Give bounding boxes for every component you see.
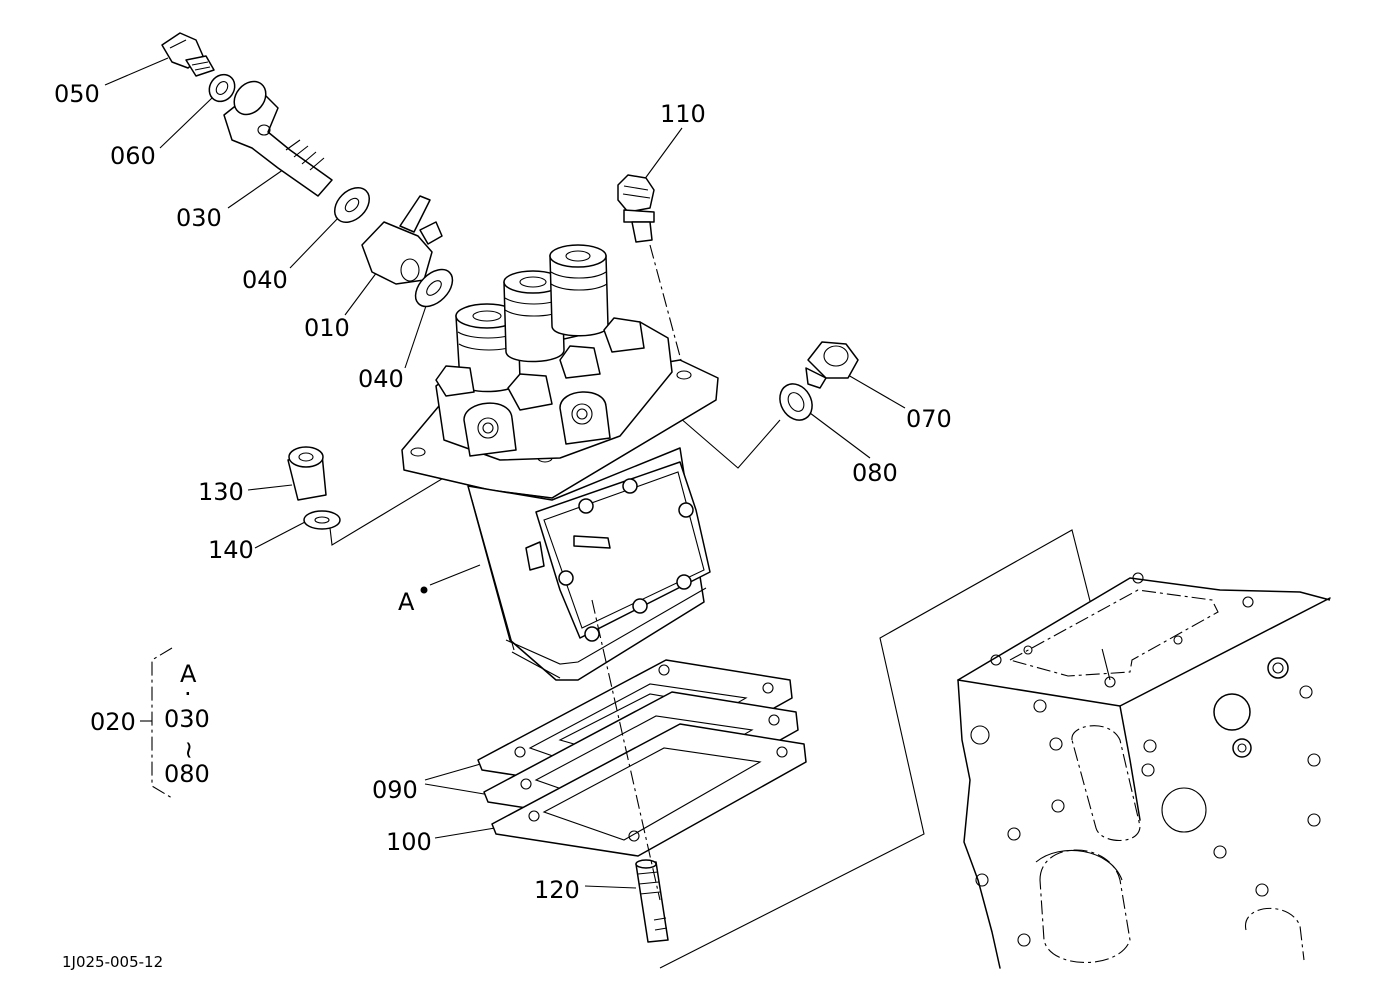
callout-100: 100 [386, 828, 432, 856]
callout-140: 140 [208, 536, 254, 564]
injection-pump-body [401, 244, 719, 681]
callout-130: 130 [198, 478, 244, 506]
stud-bolt-120 [635, 859, 669, 943]
assembly-part-number: 020 [90, 708, 136, 736]
callout-040-upper: 040 [242, 266, 288, 294]
washer-080 [779, 383, 813, 421]
washer-060 [208, 73, 236, 103]
assembly-line-030: 030 [164, 705, 210, 733]
bolt-110 [617, 174, 686, 376]
callout-090: 090 [372, 776, 418, 804]
nut-140 [303, 510, 341, 530]
callout-040-lower: 040 [358, 365, 404, 393]
assembly-dot: · [184, 680, 192, 708]
callout-a-dot [420, 586, 428, 594]
assembly-bracket [151, 647, 173, 799]
collar-130 [287, 446, 327, 501]
drawing-reference: 1J025-005-12 [62, 953, 163, 971]
gasket-100 [491, 723, 807, 857]
banjo-bolt-050 [161, 32, 215, 77]
callout-070: 070 [906, 405, 952, 433]
leader-lines [104, 57, 906, 889]
callout-a: A [398, 588, 415, 616]
callout-060: 060 [110, 142, 156, 170]
assembly-line-a: A [180, 660, 197, 688]
assembly-line-080: 080 [164, 760, 210, 788]
sleeve-030 [223, 80, 333, 197]
banjo-fitting-010 [361, 195, 443, 285]
plug-070 [805, 341, 859, 389]
alignment-frame [659, 529, 1111, 969]
washer-040-upper [333, 186, 371, 224]
callout-010: 010 [304, 314, 350, 342]
callout-110: 110 [660, 100, 706, 128]
callout-120: 120 [534, 876, 580, 904]
callout-050: 050 [54, 80, 100, 108]
stud-axis-line [591, 599, 661, 901]
engine-block [957, 572, 1331, 969]
callout-030: 030 [176, 204, 222, 232]
washer-040-lower [414, 268, 454, 308]
assembly-tilde: ~ [175, 740, 203, 760]
callout-080: 080 [852, 459, 898, 487]
assembly-note-020: 020 A · 030 ~ 080 [90, 647, 210, 799]
